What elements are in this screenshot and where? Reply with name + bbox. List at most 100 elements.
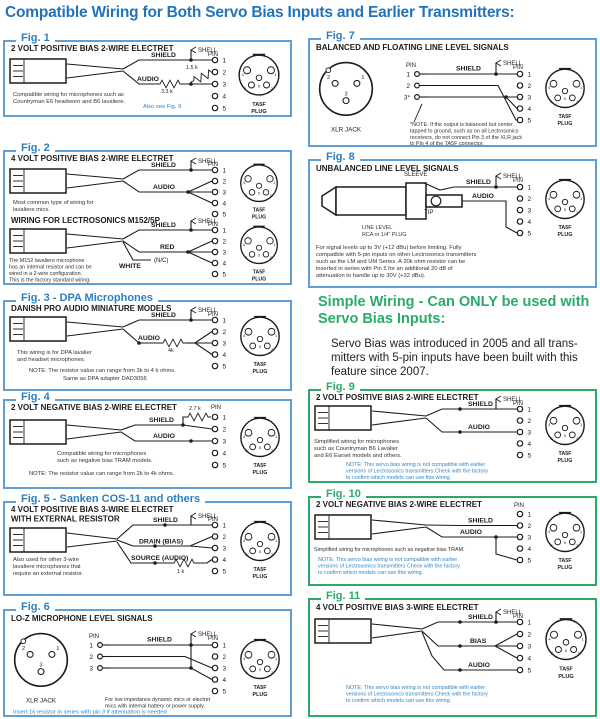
lav-mic-connector-icon	[9, 527, 67, 553]
ta5f-pin-hole	[211, 80, 219, 88]
shell-arrow-icon	[495, 172, 502, 180]
shell-arrow-icon	[495, 59, 502, 67]
ta5f-pin-hole	[516, 93, 524, 101]
figure-2-label: Fig. 2	[16, 143, 55, 154]
ta5f-pin-hole	[516, 195, 524, 202]
ta5f-pin-number: 3	[223, 665, 227, 672]
ta5f-pin-number: 4	[528, 655, 532, 662]
ta5f-pin-hole	[516, 105, 524, 112]
wire-label-audio: AUDIO	[472, 193, 494, 200]
ta5f-pin-number: 4	[223, 93, 227, 100]
ta5f-plug-icon	[240, 638, 280, 697]
figure-8-para: compatible with 5-pin inputs on other Le…	[316, 252, 477, 258]
ta5f-pin-number: 2	[223, 534, 227, 541]
wire-label-shield: SHIELD	[151, 312, 176, 319]
figure-11-wires	[371, 620, 518, 672]
plug-type-label: LINE LEVEL	[362, 225, 392, 231]
figure-9-desc: Simplified wiring for microphones	[314, 439, 399, 445]
ta5f-pin-number: 2	[223, 69, 227, 76]
pin-word-label: PIN	[513, 614, 523, 620]
wire-label-white: WHITE	[119, 263, 141, 270]
ta5f-pin-hole	[211, 533, 219, 540]
pin-word: PIN	[406, 63, 416, 69]
figure-11-label: Fig. 11	[321, 591, 366, 602]
ta5f-pin-hole	[516, 70, 524, 78]
ta5f-pin-number: 3	[223, 81, 227, 88]
ta5f-pin-hole	[211, 248, 219, 256]
wire-label-audio: AUDIO	[460, 529, 482, 536]
figure-10-wires	[371, 519, 518, 561]
figure-2b-desc: The M152 lavaliere microphone	[9, 258, 85, 264]
figure-2-diagram: 4 VOLT POSITIVE BIAS 2-WIRE ELECTRET SHI…	[8, 154, 278, 283]
figure-9-desc: and E6 Earset models and others.	[314, 453, 402, 459]
pin-word-label: PIN	[211, 405, 221, 411]
ta5f-pin-hole	[516, 545, 524, 552]
figure-3-title: DANISH PRO AUDIO MINIATURE MODELS	[11, 304, 172, 313]
figure-6-note: Insert 1k resistor in series with pin 3 …	[13, 710, 167, 716]
ta5f-pin-hole	[516, 405, 524, 413]
shell-label: SHELL	[503, 174, 523, 180]
pin-word: PIN	[208, 162, 218, 168]
plug-type-label: RCA or 1/4" PLUG	[362, 232, 406, 238]
wire-label-red: RED	[160, 244, 174, 251]
ta5f-pin-number: 3	[223, 340, 227, 347]
figure-8-para: inserted in series with Pin 5 for an add…	[316, 266, 453, 272]
ta5f-pin-hole	[211, 687, 219, 695]
pin-word: PIN	[89, 634, 99, 640]
green-section-heading: Simple Wiring - Can ONLY be used with Se…	[318, 294, 589, 328]
ta5f-pin-number: 5	[223, 568, 227, 575]
figure-7-title: BALANCED AND FLOATING LINE LEVEL SIGNALS	[316, 43, 509, 52]
lav-mic-connector-icon	[314, 405, 372, 431]
pin-word-label: PIN	[208, 162, 218, 168]
pin-word: PIN	[513, 65, 523, 71]
figure-10-diagram: 2 VOLT NEGATIVE BIAS 2-WIRE ELECTRET SHI…	[314, 500, 585, 576]
ta5f-pin-hole	[516, 116, 524, 124]
ta5f-pin-number: 5	[223, 688, 227, 695]
lav-mic-connector-icon	[9, 316, 67, 342]
ta5f-pin-number: 2	[223, 654, 227, 661]
ta5f-pin-hole	[211, 270, 219, 278]
xlr-col-number: 2	[89, 654, 93, 661]
shell-arrow-icon	[190, 512, 197, 520]
pin-word-label: PIN	[514, 503, 524, 509]
ta5f-pin-number: 5	[223, 105, 227, 112]
wire-label-audio: AUDIO	[468, 424, 490, 431]
ta5f-plug-icon	[238, 53, 280, 114]
ta5f-pin-number: 4	[223, 200, 227, 207]
ta5f-pin-hole	[211, 199, 219, 207]
ta5f-pin-number: 1	[528, 511, 532, 518]
ta5f-pin-hole	[211, 259, 219, 267]
figure-7-note: *NOTE: If the output is balanced but cen…	[410, 122, 513, 128]
ta5f-pin-hole	[211, 556, 219, 563]
ta5f-pin-hole	[211, 567, 219, 575]
shell-callout: SHELL	[190, 630, 218, 645]
figure-3-desc: This wiring is for DPA lavalier	[17, 350, 92, 356]
figure-3-note: NOTE: The resistor value can range from …	[29, 368, 176, 374]
figure-2a-wires	[66, 168, 213, 204]
ta5f-plug-icon	[240, 163, 278, 219]
ta5f-pin-number: 3	[223, 189, 227, 196]
shell-callout: SHELL	[190, 306, 218, 320]
ta5f-pin-number: 4	[528, 546, 532, 553]
green-heading-line1: Simple Wiring - Can ONLY be used with	[318, 294, 590, 310]
shell-label: SHELL	[503, 397, 523, 403]
figure-9-note: versions of Lectrosonics transmitters Ch…	[346, 469, 488, 475]
figure-9-note: to confirm which models can use this wir…	[346, 475, 451, 481]
xlr-col-hole	[413, 82, 420, 89]
ta5f-pin-number: 5	[528, 667, 532, 674]
figure-3-note: Same as DPA adapter DAD3056	[63, 376, 147, 382]
shell-callout: SHELL	[495, 172, 523, 187]
ta5f-pin-number: 3	[528, 429, 532, 436]
figure-2b-title: WIRING FOR LECTROSONICS M152/5P	[11, 216, 161, 225]
xlr-jack-icon	[318, 61, 374, 135]
figure-10-note: NOTE: This servo bias wiring is not comp…	[318, 557, 457, 563]
figure-5-wires	[66, 523, 213, 568]
ta5f-pin-hole	[211, 449, 219, 457]
ta5f-pin-number: 1	[223, 227, 227, 234]
ta5f-pin-number: 2	[223, 329, 227, 336]
shell-arrow-icon	[190, 157, 197, 165]
ta5f-pin-number: 2	[528, 196, 532, 203]
figure-7-note: tapped to ground, such as on all Lectros…	[410, 129, 519, 135]
